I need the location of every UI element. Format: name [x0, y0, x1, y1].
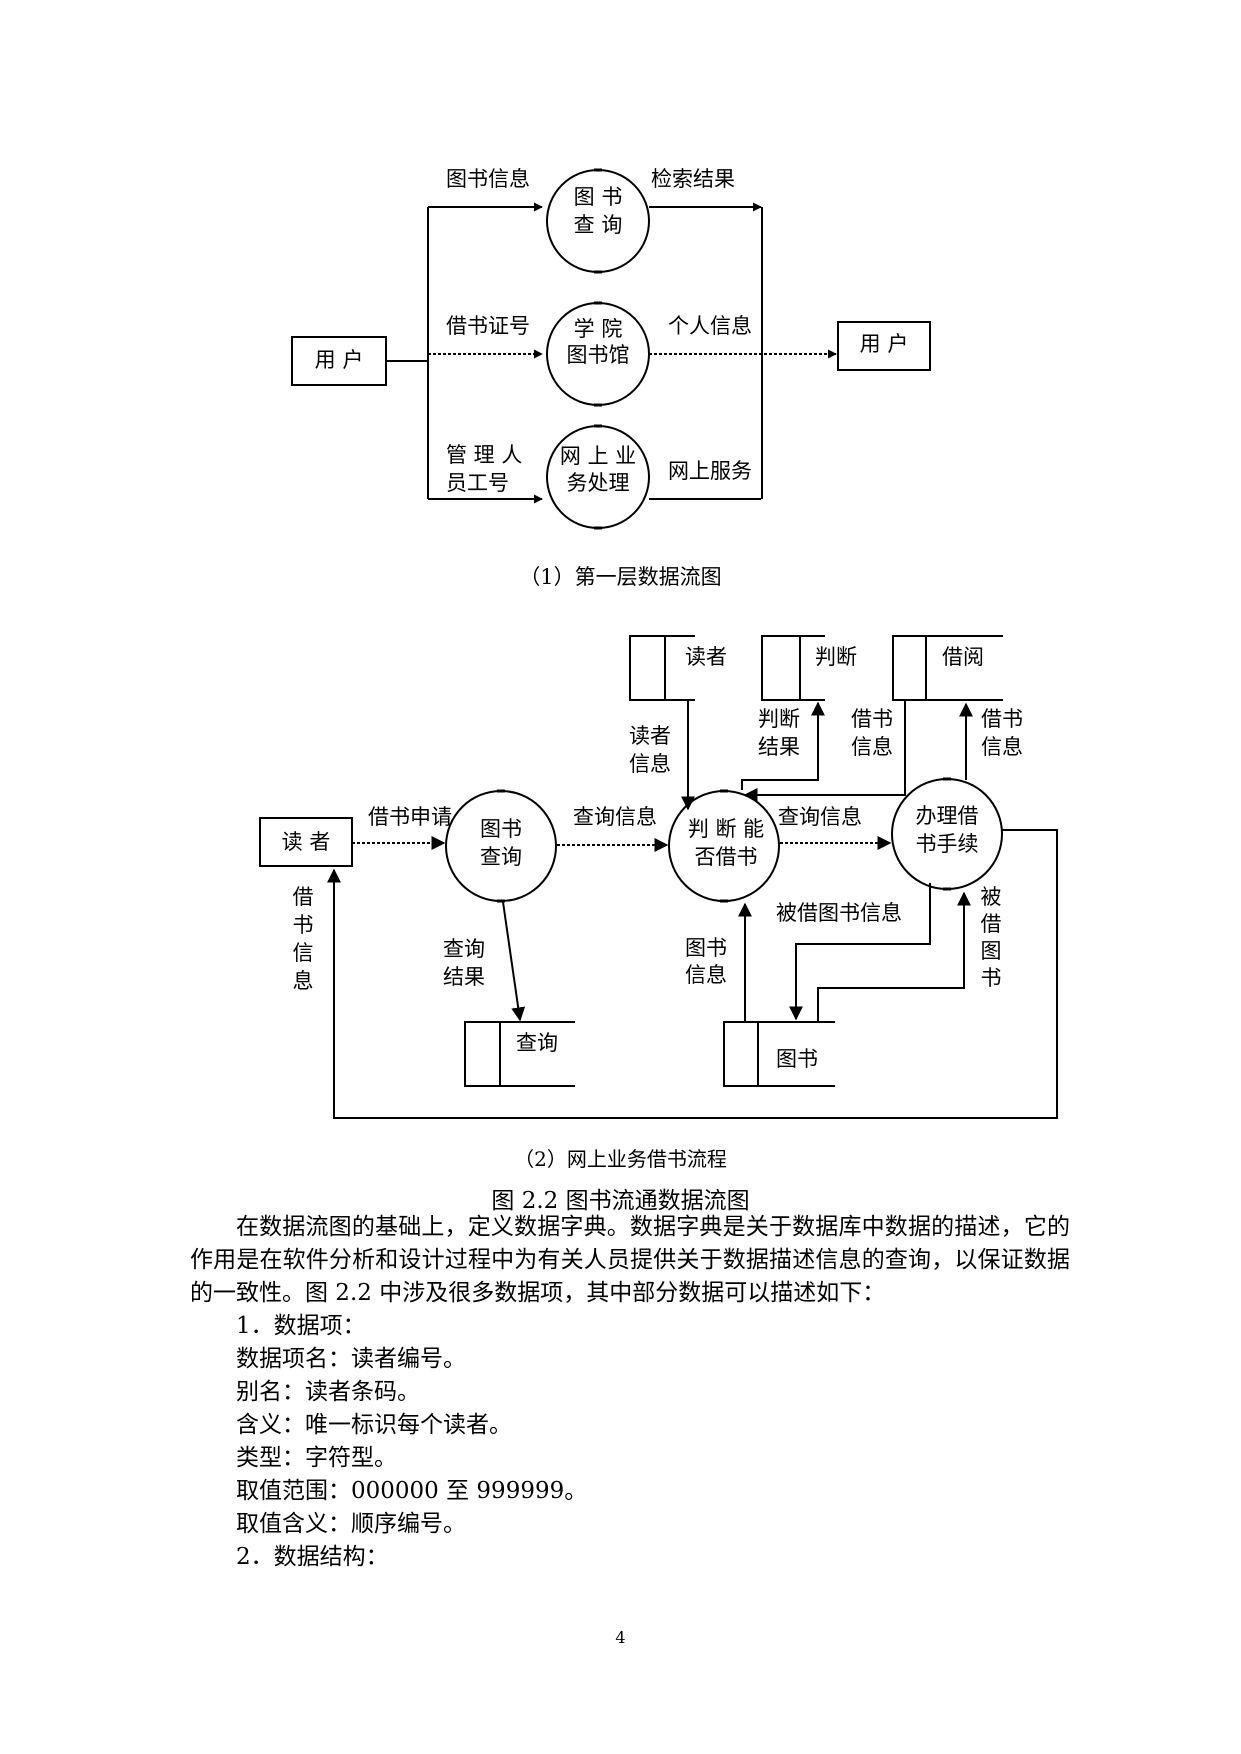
flow-label: 被 [981, 885, 1002, 909]
process-label: 图书 [480, 817, 522, 841]
flow-borrow-info-a [743, 700, 906, 802]
process-label: 图书馆 [567, 343, 630, 367]
process-label: 书手续 [916, 832, 979, 856]
entity-user-right-label: 用 户 [860, 332, 909, 356]
process-label: 查 询 [574, 213, 623, 237]
list-item: 取值范围：000000 至 999999。 [236, 1478, 588, 1504]
flow-label: 图 [981, 939, 1002, 963]
flow-label: 结果 [758, 735, 800, 759]
store-label: 读者 [685, 645, 727, 669]
flow-label: 个人信息 [668, 314, 752, 338]
diagram2 [259, 635, 1058, 1119]
flow-label: 书 [981, 966, 1002, 990]
flow-judge-result [741, 701, 825, 790]
list-item: 取值含义：顺序编号。 [236, 1511, 466, 1537]
flow-label: 借 [293, 885, 314, 909]
store-label: 判断 [815, 645, 857, 669]
flow-label: 图书信息 [446, 167, 530, 191]
flow-label: 信息 [981, 735, 1023, 759]
store-judge [761, 635, 825, 701]
flow-label: 员工号 [446, 471, 509, 495]
entity-user-left-label: 用 户 [315, 348, 364, 372]
figure-caption: 图 2.2 图书流通数据流图 [491, 1188, 750, 1214]
store-book [723, 1021, 835, 1087]
flow-label: 网上服务 [668, 459, 752, 483]
flow-label: 结果 [443, 965, 485, 989]
flow-borrowed-book [817, 891, 971, 1022]
list-item: 含义：唯一标识每个读者。 [236, 1412, 512, 1438]
diagram1 [291, 168, 931, 530]
flow-label: 查询 [443, 937, 485, 961]
list-item: 2．数据结构： [236, 1544, 389, 1570]
flow-label: 信息 [629, 752, 671, 776]
flow-query-result [502, 901, 526, 1022]
store-reader [629, 635, 695, 701]
flow-label: 息 [293, 969, 314, 993]
process-label: 查询 [480, 845, 522, 869]
flow-label: 判断 [758, 707, 800, 731]
flow-return-info [327, 829, 1058, 1119]
store-label: 查询 [516, 1031, 558, 1055]
process-label: 办理借 [916, 804, 979, 828]
flow-label: 借书证号 [446, 314, 530, 338]
diagram2-labels: 读者 判断 借阅 查询 图书 读 者 图书 查询 判 断 能 否借书 办理借 书… [282, 645, 1023, 1071]
flow-label: 查询信息 [778, 805, 862, 829]
store-query [464, 1021, 575, 1087]
flow-label: 信息 [851, 735, 893, 759]
flow-label: 借书 [851, 707, 893, 731]
process-label: 务处理 [567, 471, 630, 495]
diagram1-caption: （1）第一层数据流图 [519, 565, 722, 589]
store-label: 借阅 [942, 645, 984, 669]
flow-label: 查询信息 [573, 805, 657, 829]
diagram1-labels: 用 户 用 户 图 书 查 询 学 院 图书馆 网 上 业 务处理 图书信息 借… [315, 167, 909, 495]
flow-label: 管 理 人 [446, 443, 522, 467]
entity-user-right [837, 321, 931, 371]
store-borrow [892, 635, 1003, 701]
entity-reader-label: 读 者 [282, 830, 331, 854]
process-label: 学 院 [574, 317, 623, 341]
flow-label: 信息 [685, 963, 727, 987]
flow-label: 借 [981, 912, 1002, 936]
page-number: 4 [615, 1628, 626, 1647]
flow-label: 借书 [981, 707, 1023, 731]
list-item: 类型：字符型。 [236, 1445, 397, 1471]
process-label: 否借书 [695, 845, 758, 869]
flow-label: 书 [293, 913, 314, 937]
list-item: 数据项名：读者编号。 [236, 1346, 466, 1372]
process-label: 图 书 [574, 185, 623, 209]
process-label: 判 断 能 [688, 817, 764, 841]
body-paragraph: 在数据流图的基础上，定义数据字典。数据字典是关于数据库中数据的描述，它的作用是在… [190, 1214, 1070, 1306]
list-item: 1．数据项： [236, 1313, 366, 1339]
flow-borrowed-book-info [789, 883, 931, 1021]
flow-label: 借书申请 [368, 805, 452, 829]
store-label: 图书 [776, 1047, 818, 1071]
flow-label: 图书 [685, 936, 727, 960]
diagram2-caption: （2）网上业务借书流程 [514, 1147, 727, 1171]
flow-label: 检索结果 [651, 167, 735, 191]
process-label: 网 上 业 [560, 444, 636, 468]
flow-label: 信 [293, 941, 314, 965]
flow-label: 读者 [629, 724, 671, 748]
list-item: 别名：读者条码。 [236, 1379, 420, 1405]
flow-label: 被借图书信息 [776, 901, 902, 925]
input-bracket [386, 207, 429, 499]
